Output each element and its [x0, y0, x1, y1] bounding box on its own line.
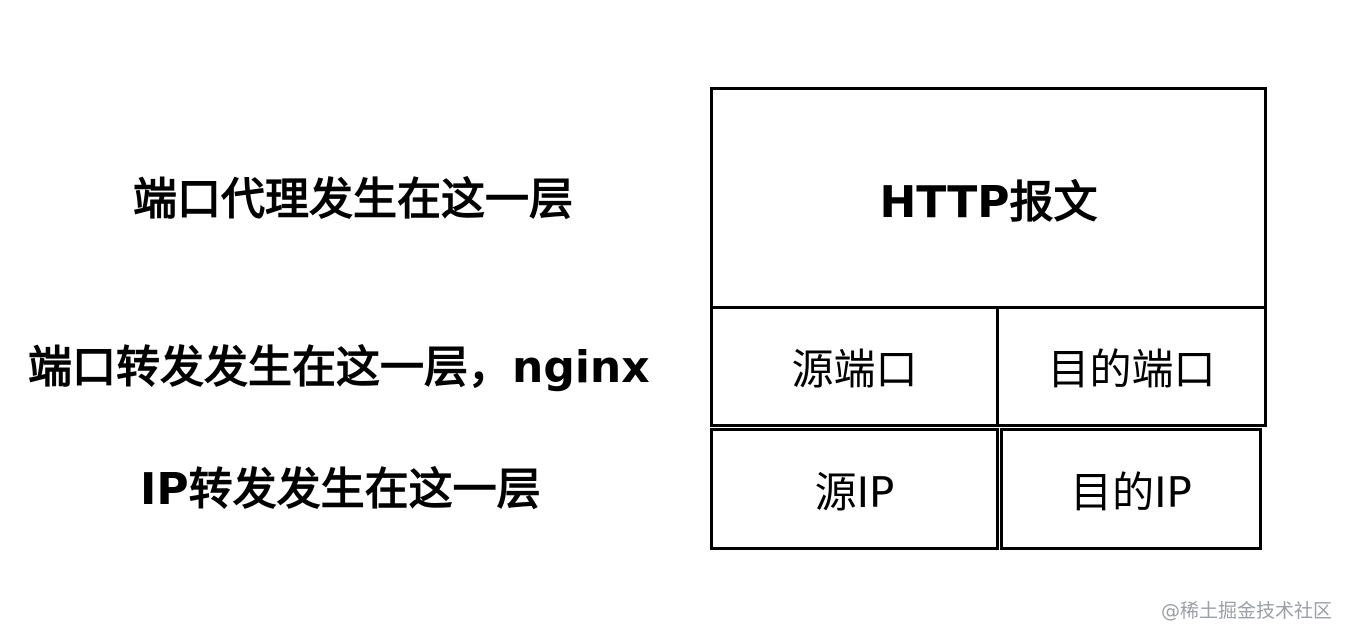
destination-ip-box: 目的IP: [1000, 428, 1262, 550]
source-ip-text: 源IP: [814, 467, 895, 517]
source-port-text: 源端口: [791, 345, 918, 394]
transport-layer-label: 端口转发发生在这一层，nginx: [28, 342, 650, 393]
network-layer-label: IP转发发生在这一层: [140, 464, 541, 515]
destination-port-box: 目的端口: [996, 306, 1267, 427]
source-port-box: 源端口: [710, 306, 999, 427]
destination-port-text: 目的端口: [1047, 345, 1216, 394]
watermark: @稀土掘金技术社区: [1160, 600, 1332, 622]
http-message-box: HTTP报文: [710, 87, 1267, 309]
http-message-text: HTTP报文: [879, 177, 1098, 228]
destination-ip-text: 目的IP: [1070, 467, 1192, 517]
source-ip-box: 源IP: [710, 428, 999, 550]
app-layer-label: 端口代理发生在这一层: [133, 174, 573, 225]
